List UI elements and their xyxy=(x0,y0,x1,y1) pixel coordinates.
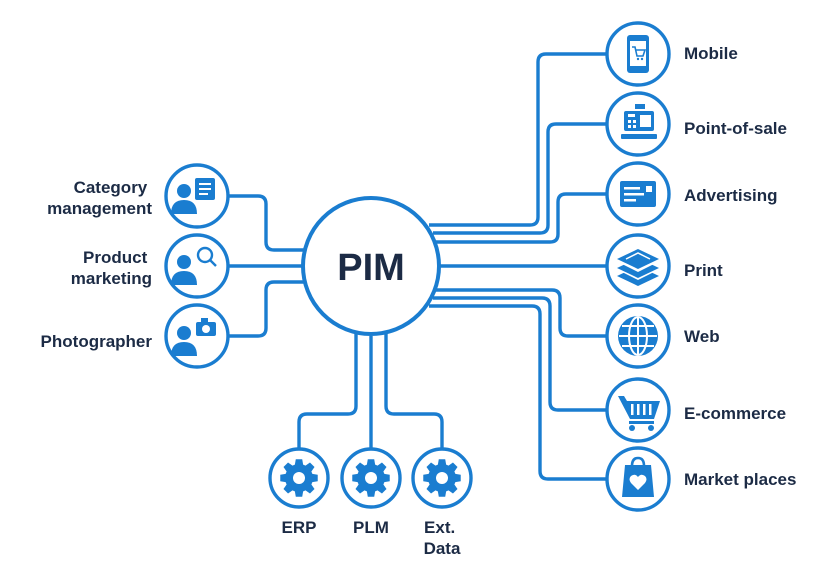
hub-label: PIM xyxy=(337,247,405,289)
source-node-erp xyxy=(268,447,330,509)
mobile-cart-icon xyxy=(627,35,649,73)
channel-label-print: Print xyxy=(684,261,723,280)
channel-label-market-places: Market places xyxy=(684,470,796,489)
person-magnifier-icon xyxy=(171,246,217,285)
source-node-ext-data xyxy=(411,447,473,509)
user-label-category-management: Category management xyxy=(47,178,152,218)
user-node-category-management xyxy=(164,163,230,229)
globe-icon xyxy=(618,316,658,356)
wire-ext-data xyxy=(384,333,444,448)
channel-node-web xyxy=(605,303,671,369)
cash-register-icon xyxy=(621,104,657,139)
wire-photographer xyxy=(228,280,306,338)
channel-node-advertising xyxy=(605,161,671,227)
channel-label-e-commerce: E-commerce xyxy=(684,404,786,423)
channel-node-point-of-sale xyxy=(605,91,671,157)
shopping-bag-heart-icon xyxy=(622,456,654,497)
wire-e-commerce xyxy=(433,296,607,412)
pim-hub: PIM xyxy=(301,196,441,336)
wire-advertising xyxy=(436,192,607,244)
channel-label-advertising: Advertising xyxy=(684,186,778,205)
user-node-photographer xyxy=(164,303,230,369)
source-node-plm xyxy=(340,447,402,509)
wire-category-management xyxy=(228,194,306,252)
gear-icon xyxy=(352,459,390,497)
wire-mobile xyxy=(429,52,607,227)
wire-point-of-sale xyxy=(433,122,607,235)
channel-node-e-commerce xyxy=(605,377,671,443)
person-document-icon xyxy=(171,178,215,214)
person-camera-icon xyxy=(171,318,216,356)
channel-label-web: Web xyxy=(684,327,720,346)
source-label-ext-data: Ext. Data xyxy=(424,518,461,558)
channel-node-market-places xyxy=(605,446,671,512)
channel-node-mobile xyxy=(605,21,671,87)
source-label-erp: ERP xyxy=(282,518,317,537)
channel-label-mobile: Mobile xyxy=(684,44,738,63)
user-label-product-marketing: Product marketing xyxy=(71,248,152,288)
wire-erp xyxy=(297,333,358,448)
user-node-product-marketing xyxy=(164,233,230,299)
wire-web xyxy=(436,288,607,338)
wire-market-places xyxy=(429,304,607,481)
gear-icon xyxy=(423,459,461,497)
gear-icon xyxy=(280,459,318,497)
billboard-icon xyxy=(620,181,656,207)
shopping-cart-icon xyxy=(618,396,660,431)
user-label-photographer: Photographer xyxy=(41,332,153,351)
channel-node-print xyxy=(605,233,671,299)
channel-label-point-of-sale: Point-of-sale xyxy=(684,119,787,138)
connector-lines xyxy=(228,52,607,481)
layers-icon xyxy=(617,249,659,286)
source-label-plm: PLM xyxy=(353,518,389,537)
